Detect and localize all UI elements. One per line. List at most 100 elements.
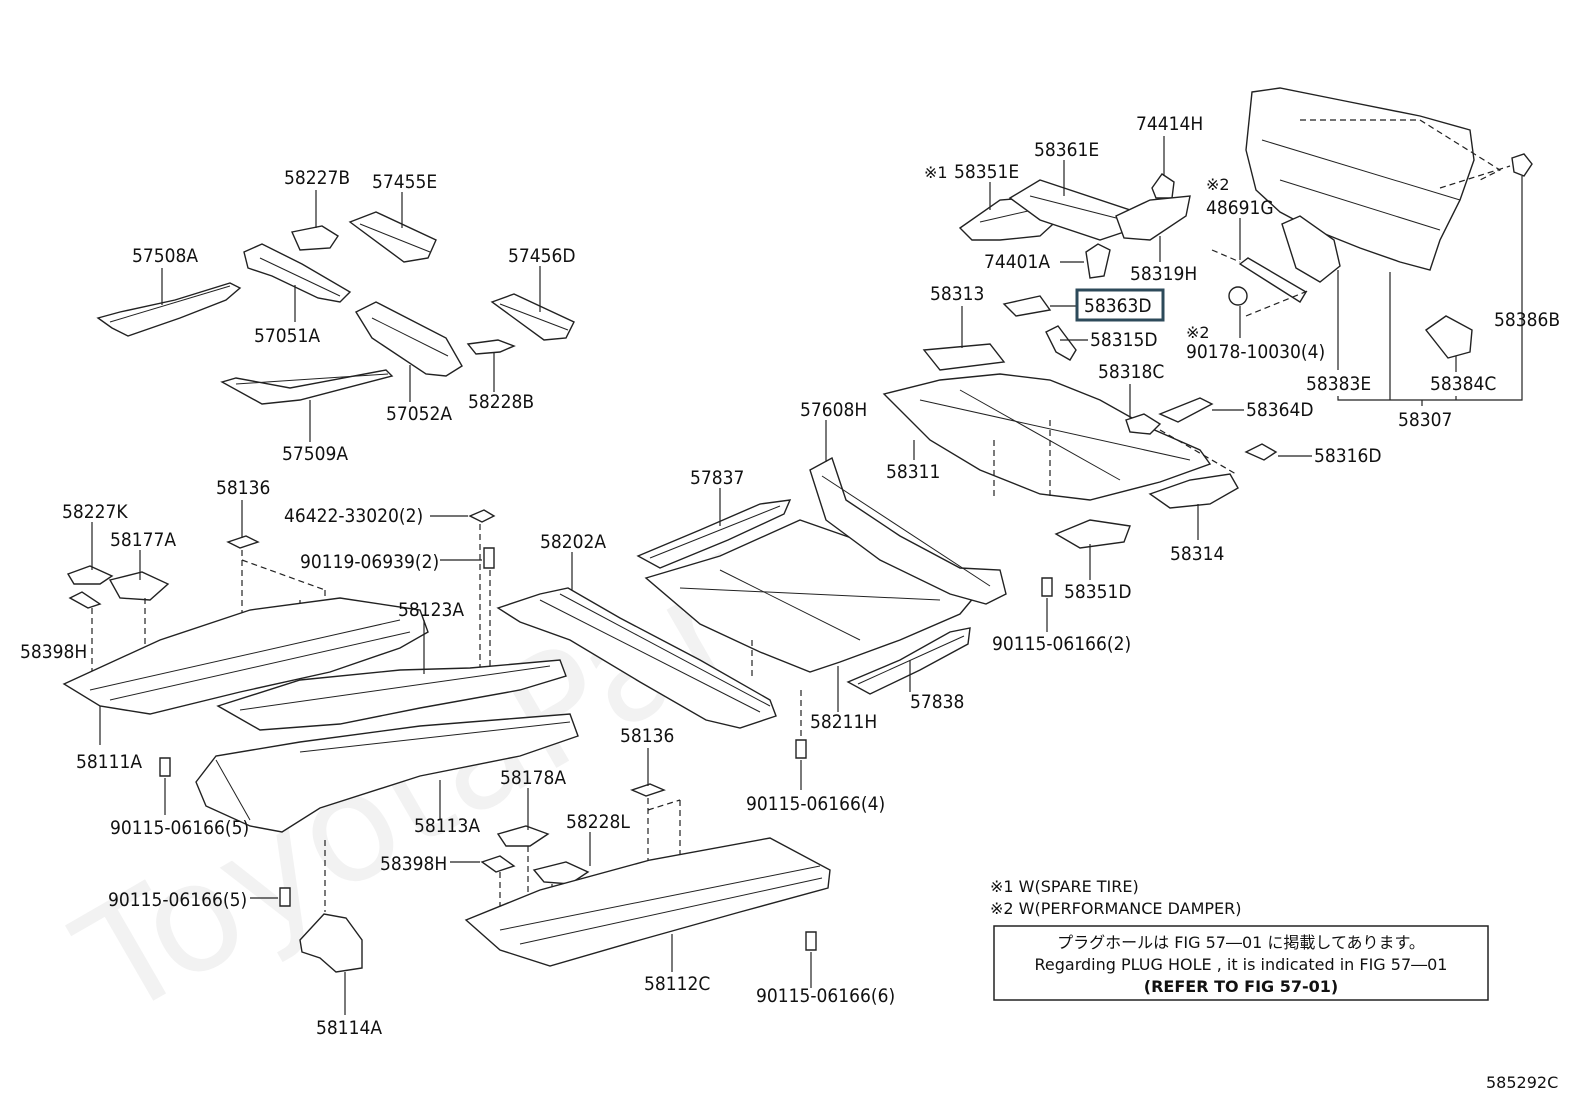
label-58202A: 58202A bbox=[540, 531, 606, 553]
part-58313-shape[interactable] bbox=[922, 343, 1006, 371]
part-58384C-shape[interactable] bbox=[1424, 315, 1473, 359]
note-box-line-jp: プラグホールは FIG 57―01 に掲載してあります。 bbox=[1057, 933, 1425, 952]
part-74414H-shape[interactable] bbox=[1151, 173, 1175, 199]
part-58316D-shape[interactable] bbox=[1244, 443, 1278, 461]
label-90115-06166-5b: 90115-06166(5) bbox=[108, 889, 247, 911]
part-58363D-shape[interactable] bbox=[1002, 295, 1052, 317]
label-57508A: 57508A bbox=[132, 245, 198, 267]
part-58319H-shape[interactable] bbox=[1115, 195, 1191, 241]
part-90178-shape[interactable] bbox=[1228, 286, 1248, 306]
label-58351D: 58351D bbox=[1064, 581, 1132, 603]
part-58383E-shape[interactable] bbox=[1281, 215, 1341, 283]
part-58136-shape-b[interactable] bbox=[630, 783, 666, 797]
label-90115-06166-6: 90115-06166(6) bbox=[756, 985, 895, 1007]
part-90119-shape[interactable] bbox=[483, 547, 495, 569]
figure-id: 585292C bbox=[1486, 1073, 1558, 1092]
part-57508A-shape[interactable] bbox=[96, 282, 242, 337]
part-58202A-shape[interactable] bbox=[496, 587, 777, 729]
part-58178A-shape[interactable] bbox=[496, 825, 550, 847]
part-58318C-shape[interactable] bbox=[1125, 413, 1162, 435]
label-57456D: 57456D bbox=[508, 245, 576, 267]
part-58111A-shape[interactable] bbox=[62, 597, 429, 715]
part-58386B-shape[interactable] bbox=[1511, 153, 1533, 177]
part-90115-bolt-c[interactable] bbox=[805, 931, 817, 951]
label-58136-a: 58136 bbox=[216, 477, 270, 499]
part-58307-shape[interactable] bbox=[1245, 87, 1475, 271]
part-58136-shape-a[interactable] bbox=[226, 535, 260, 549]
label-58383E: 58383E bbox=[1306, 373, 1371, 395]
note-box-line-en: Regarding PLUG HOLE , it is indicated in… bbox=[1035, 955, 1448, 974]
label-57837: 57837 bbox=[690, 467, 744, 489]
part-58227K-shape[interactable] bbox=[66, 565, 114, 585]
label-58361E: 58361E bbox=[1034, 139, 1099, 161]
label-58363D[interactable]: 58363D bbox=[1084, 295, 1152, 317]
highlight-box-58363D bbox=[1075, 288, 1165, 322]
label-58384C: 58384C bbox=[1430, 373, 1496, 395]
label-58227K: 58227K bbox=[62, 501, 128, 523]
part-58228L-shape[interactable] bbox=[532, 861, 590, 885]
label-58313: 58313 bbox=[930, 283, 984, 305]
mark-48691G: ※2 bbox=[1206, 175, 1230, 194]
part-74401A-shape[interactable] bbox=[1085, 243, 1111, 279]
part-90115-bolt-a[interactable] bbox=[159, 757, 171, 777]
part-58227B-shape[interactable] bbox=[291, 225, 339, 251]
label-57509A: 57509A bbox=[282, 443, 348, 465]
note-spare-tire: ※1 W(SPARE TIRE) bbox=[990, 877, 1139, 896]
label-58398H-a: 58398H bbox=[20, 641, 87, 663]
label-58314: 58314 bbox=[1170, 543, 1224, 565]
part-58114A-shape[interactable] bbox=[299, 913, 363, 973]
label-57051A: 57051A bbox=[254, 325, 320, 347]
label-58136-b: 58136 bbox=[620, 725, 674, 747]
label-58123A: 58123A bbox=[398, 599, 464, 621]
label-58114A: 58114A bbox=[316, 1017, 382, 1039]
label-58111A: 58111A bbox=[76, 751, 142, 773]
part-58364D-shape[interactable] bbox=[1158, 397, 1214, 423]
label-48691G: 48691G bbox=[1206, 197, 1274, 219]
part-58314-shape[interactable] bbox=[1148, 473, 1239, 509]
part-90115-bolt-b[interactable] bbox=[279, 887, 291, 907]
label-57455E: 57455E bbox=[372, 171, 437, 193]
part-58123A-shape[interactable] bbox=[216, 659, 567, 731]
label-90115-06166-5a: 90115-06166(5) bbox=[110, 817, 249, 839]
label-58311: 58311 bbox=[886, 461, 940, 483]
part-58315D-shape[interactable] bbox=[1045, 325, 1077, 361]
label-74401A: 74401A bbox=[984, 251, 1050, 273]
label-58178A: 58178A bbox=[500, 767, 566, 789]
part-58177A-shape[interactable] bbox=[108, 571, 170, 601]
label-58211H: 58211H bbox=[810, 711, 877, 733]
label-58227B: 58227B bbox=[284, 167, 350, 189]
part-58351D-shape[interactable] bbox=[1054, 519, 1131, 549]
part-58228B-shape[interactable] bbox=[466, 339, 516, 355]
part-57052A-shape[interactable] bbox=[355, 301, 463, 377]
part-57509A-shape[interactable] bbox=[220, 369, 394, 405]
label-74414H: 74414H bbox=[1136, 113, 1203, 135]
part-58311-shape[interactable] bbox=[882, 373, 1212, 501]
label-57052A: 57052A bbox=[386, 403, 452, 425]
label-57838: 57838 bbox=[910, 691, 964, 713]
label-90119-06939: 90119-06939(2) bbox=[300, 551, 439, 573]
part-46422-shape[interactable] bbox=[468, 509, 496, 523]
part-90115-bolt-e[interactable] bbox=[1041, 577, 1053, 597]
part-57051A-shape[interactable] bbox=[243, 243, 352, 303]
part-58398H-shape-a[interactable] bbox=[68, 591, 102, 609]
note-box bbox=[993, 925, 1489, 1001]
label-58228L: 58228L bbox=[566, 811, 630, 833]
label-58228B: 58228B bbox=[468, 391, 534, 413]
label-58316D: 58316D bbox=[1314, 445, 1382, 467]
part-90115-bolt-d[interactable] bbox=[795, 739, 807, 759]
label-58177A: 58177A bbox=[110, 529, 176, 551]
note-box-line-refer: (REFER TO FIG 57-01) bbox=[1144, 977, 1338, 996]
label-57608H: 57608H bbox=[800, 399, 867, 421]
label-58398H-b: 58398H bbox=[380, 853, 447, 875]
label-58318C: 58318C bbox=[1098, 361, 1164, 383]
mark-58351E: ※1 bbox=[924, 163, 948, 182]
label-58319H: 58319H bbox=[1130, 263, 1197, 285]
part-58113A-shape[interactable] bbox=[195, 713, 579, 833]
part-58112C-shape[interactable] bbox=[464, 837, 831, 967]
label-58315D: 58315D bbox=[1090, 329, 1158, 351]
label-58351E: 58351E bbox=[954, 161, 1019, 183]
part-57608H-shape[interactable] bbox=[809, 456, 1007, 605]
note-performance-damper: ※2 W(PERFORMANCE DAMPER) bbox=[990, 899, 1242, 918]
part-58398H-shape-b[interactable] bbox=[480, 855, 516, 873]
